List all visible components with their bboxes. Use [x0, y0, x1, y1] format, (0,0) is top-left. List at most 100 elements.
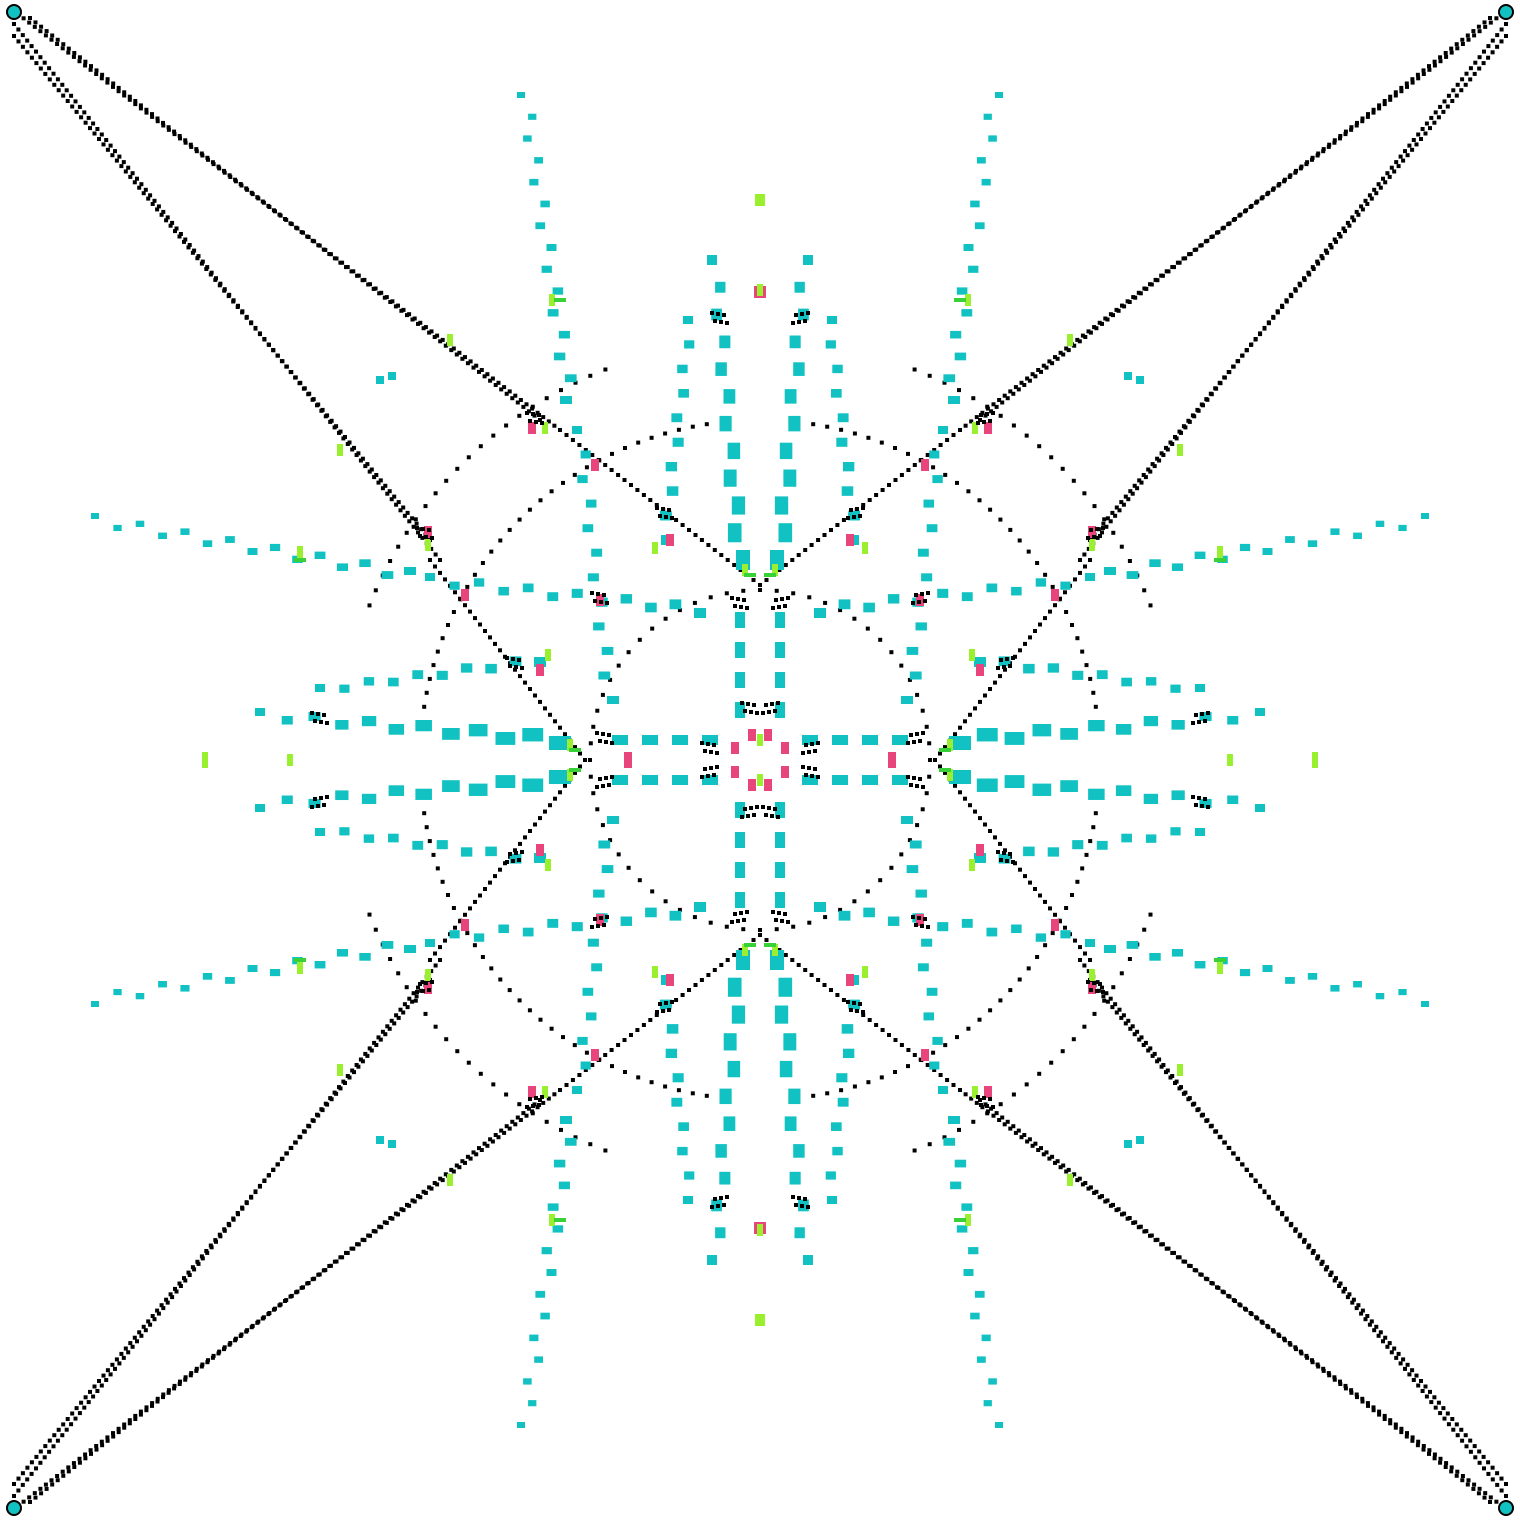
ray-dot [405, 510, 410, 515]
ray-dot [260, 1316, 265, 1321]
ray-dot [535, 1105, 540, 1110]
knot-dot [917, 600, 921, 604]
ray-dot [71, 54, 76, 59]
knot-dot [590, 925, 594, 929]
petal-dash [976, 1356, 986, 1363]
ray-dot [1066, 348, 1071, 353]
petal-dash [983, 1400, 992, 1407]
knot-dot [999, 858, 1003, 862]
petal-dash [909, 671, 922, 680]
knot-dot [1206, 711, 1210, 715]
ray-dot [1226, 1146, 1231, 1150]
ray-dot [1231, 364, 1236, 369]
knot-dot [540, 1095, 544, 1099]
arc-dot [388, 559, 393, 563]
green-mark [294, 958, 306, 962]
ray-dot [515, 400, 520, 405]
knot-dot [667, 1008, 671, 1012]
ray-dot [132, 180, 137, 185]
ray-dot [1490, 1465, 1495, 1470]
arc-dot [530, 404, 535, 409]
ray-dot [1022, 1133, 1027, 1137]
arc-dot [825, 1091, 830, 1096]
ray-dot [249, 190, 254, 195]
knot-dot [852, 515, 856, 519]
arc-dot [600, 823, 605, 828]
ray-dot [20, 1482, 25, 1487]
knot-dot [593, 599, 597, 603]
ray-dot [1321, 1366, 1326, 1371]
petal-dash [793, 1144, 805, 1158]
petal-dash [620, 594, 633, 604]
ray-dot [133, 102, 138, 107]
ray-dot [991, 402, 996, 407]
lime-mark [1089, 969, 1095, 981]
arc-dot [446, 893, 450, 897]
ray-dot [1460, 42, 1465, 46]
arc-dot [427, 839, 432, 844]
ray-dot [564, 433, 569, 437]
petal-dash [269, 969, 281, 977]
ray-dot [1338, 1281, 1343, 1286]
ray-dot [1119, 500, 1124, 505]
ray-dot [969, 419, 974, 424]
ray-dot [1041, 1152, 1046, 1157]
ray-dot [99, 1383, 104, 1388]
ray-dot [1410, 80, 1415, 85]
arc-dot [1082, 1024, 1087, 1029]
ray-dot [16, 27, 21, 32]
petal-dash [779, 442, 793, 460]
knot-dot [595, 785, 599, 789]
ray-dot [1141, 1043, 1146, 1047]
ray-dot [953, 783, 957, 788]
ray-dot [479, 1148, 484, 1152]
ray-dot [429, 329, 434, 334]
arc-dot [1057, 918, 1062, 923]
pink-mark [984, 422, 992, 434]
ray-dot [809, 973, 814, 977]
knot-dot [855, 507, 859, 511]
petal-dash [436, 840, 448, 850]
ray-dot [1329, 245, 1334, 250]
ray-dot [1205, 238, 1210, 243]
ray-dot [199, 151, 204, 156]
ray-dot [1094, 326, 1099, 331]
ray-dot [1416, 132, 1421, 137]
ray-dot [1000, 400, 1005, 405]
ray-dot [563, 783, 567, 788]
petal-dash [335, 720, 349, 730]
ray-dot [178, 1284, 183, 1288]
knot-dot [700, 775, 704, 779]
ray-dot [1376, 1333, 1381, 1338]
petal-dash [546, 244, 557, 251]
petal-dash [863, 602, 875, 613]
ray-dot [548, 712, 552, 717]
petal-dash [832, 1146, 843, 1156]
ray-dot [1150, 462, 1155, 467]
ray-dot [338, 1255, 343, 1260]
ray-dot [28, 16, 32, 20]
petal-dash [961, 592, 973, 602]
ray-dot [1172, 1250, 1176, 1255]
petal-dash [998, 853, 1011, 864]
ray-dot [127, 97, 132, 102]
ray-dot [79, 1400, 84, 1405]
ray-dot [1356, 212, 1361, 217]
arc-dot [431, 852, 436, 857]
ray-dot [178, 1379, 182, 1384]
arc-dot [444, 478, 449, 483]
petal-dash [269, 543, 281, 552]
ray-dot [1144, 1229, 1149, 1234]
ray-dot [166, 127, 171, 132]
ray-dot [94, 1447, 99, 1452]
arc-dot [957, 1127, 961, 1132]
ray-dot [978, 816, 982, 821]
ray-dot [432, 1181, 437, 1185]
knot-dot [661, 507, 665, 511]
ray-dot [1043, 616, 1047, 621]
knot-dot [770, 814, 774, 818]
ray-dot [438, 958, 442, 962]
arc-dot [998, 517, 1003, 522]
petal-dash [775, 612, 785, 628]
ray-dot [188, 1373, 193, 1378]
